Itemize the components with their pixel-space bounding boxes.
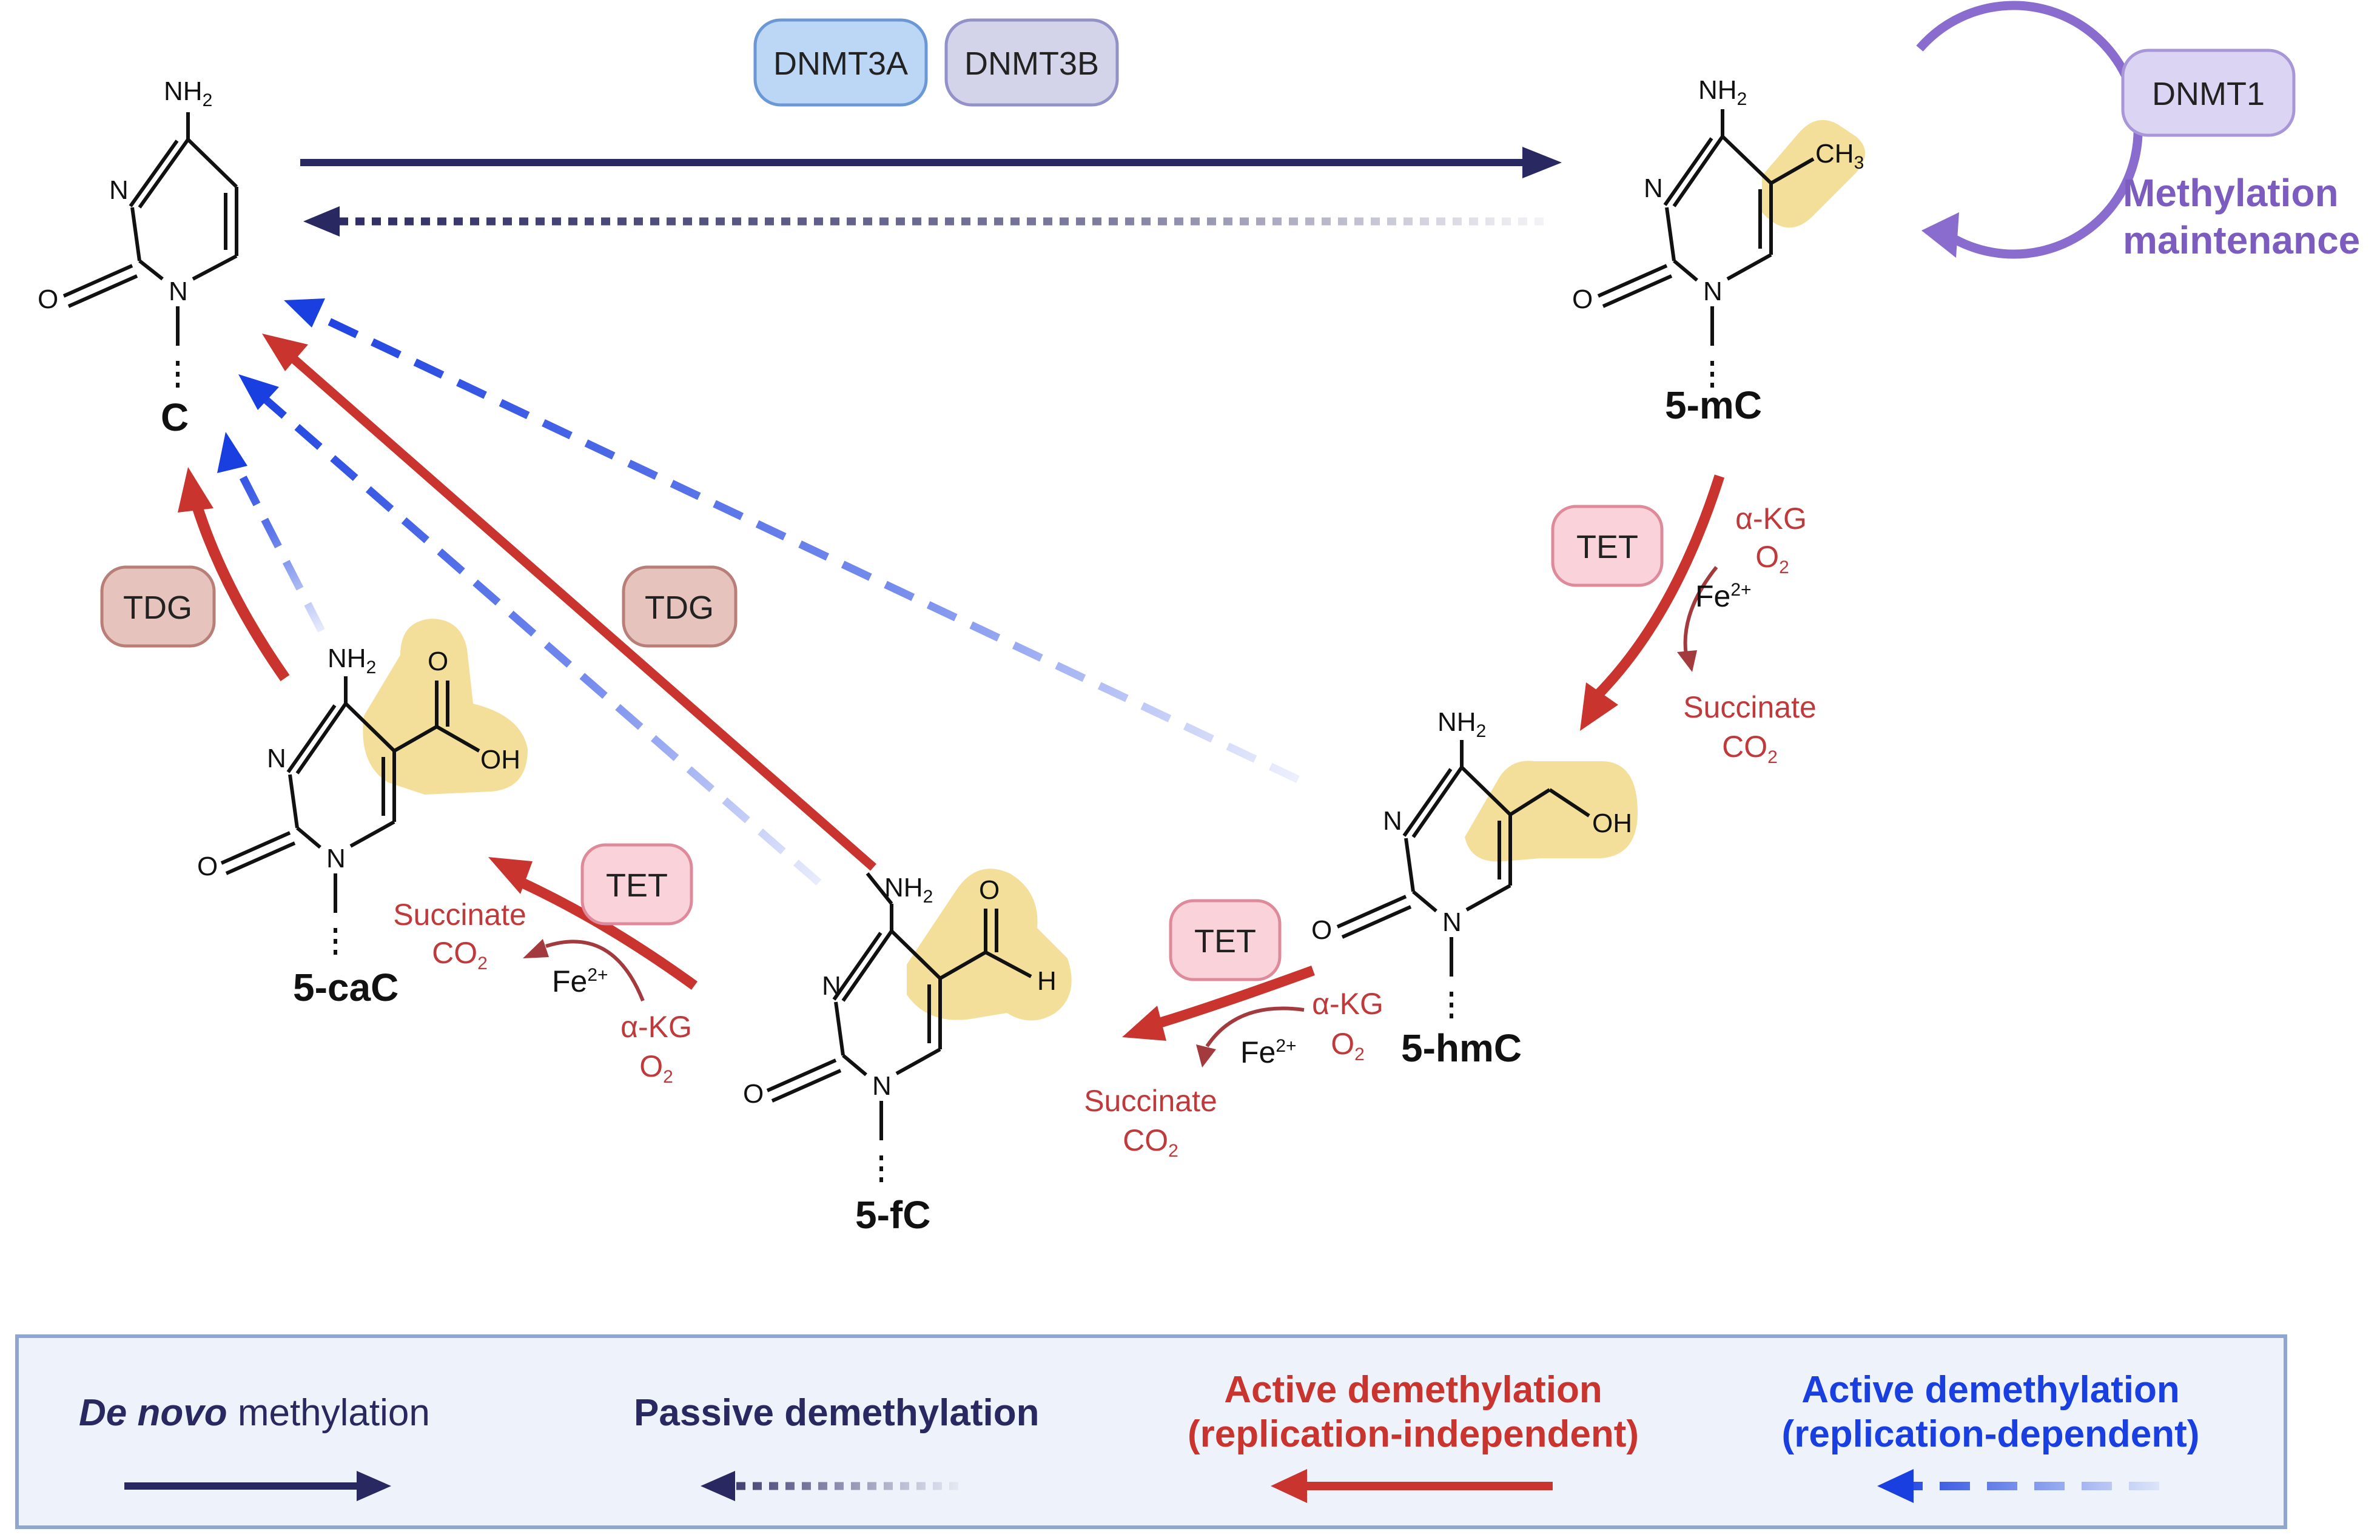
mc-n3: N <box>1644 173 1663 203</box>
mc-n1: N <box>1703 277 1723 306</box>
tet-pill-hmc: TET <box>1169 899 1282 981</box>
akg-label-mc: α-KG <box>1735 502 1807 536</box>
tet-label-fc: TET <box>606 867 668 904</box>
maintenance-loop-arrow <box>1916 1 2143 259</box>
legend-passive-label: Passive demethylation <box>634 1392 1040 1434</box>
cac-n3: N <box>267 744 286 773</box>
legend-active-dependent: Active demethylation (replication-depend… <box>1782 1369 2200 1503</box>
tet-label-hmc: TET <box>1194 923 1256 960</box>
c-n3: N <box>109 175 129 205</box>
cofactors-mc: α-KG O2 Fe2+ Succinate CO2 <box>1683 502 1817 767</box>
legend-box: De novo methylation Passive demethylatio… <box>15 1334 2287 1529</box>
legend-active-independent: Active demethylation (replication-indepe… <box>1188 1369 1639 1503</box>
mc-ch3: CH3 <box>1815 139 1864 173</box>
c-n1: N <box>169 277 188 306</box>
hmc-name: 5-hmC <box>1401 1026 1522 1070</box>
legend-active-dependent-line2: (replication-dependent) <box>1782 1413 2200 1455</box>
legend-de-novo: De novo methylation <box>79 1392 430 1501</box>
legend-passive: Passive demethylation <box>634 1392 1040 1501</box>
o2-label-mc: O2 <box>1755 540 1789 577</box>
mc-o2: O <box>1572 284 1593 314</box>
succinate-label-hmc: Succinate <box>1084 1084 1217 1118</box>
tet-label-mc: TET <box>1576 529 1638 565</box>
co2-label-hmc: CO2 <box>1123 1123 1178 1161</box>
red-arrow-mc-to-hmc <box>1580 474 1725 731</box>
red-arrow-hmc-to-fc <box>1122 966 1315 1041</box>
tdg-label-cac: TDG <box>123 590 192 626</box>
red-arrow-fc-to-cac <box>488 857 698 990</box>
c-nh2: NH2 <box>164 76 212 110</box>
o2-label-fc: O2 <box>639 1049 673 1087</box>
fc-name: 5-fC <box>855 1193 930 1237</box>
cac-name: 5-caC <box>293 966 398 1009</box>
molecule-5fc: NH2 N O N O H 5-fC <box>743 869 1072 1237</box>
blue-arrow-cac-to-c <box>217 432 325 633</box>
fc-nh2: NH2 <box>884 873 933 907</box>
maintenance-label-line2: maintenance <box>2123 218 2360 262</box>
legend-active-independent-line1: Active demethylation <box>1224 1369 1602 1411</box>
cac-o: O <box>428 647 448 676</box>
cofactor-curve-hmc <box>1196 1006 1305 1068</box>
molecule-c: NH2 N O N C <box>38 76 238 439</box>
fc-n1: N <box>872 1071 892 1101</box>
molecule-5cac: NH2 N O N O OH 5-caC <box>197 619 528 1009</box>
red-arrow-cac-to-c <box>178 467 290 682</box>
fc-h: H <box>1037 966 1057 996</box>
molecule-5mc: NH2 N O N CH3 5-mC <box>1572 75 1865 427</box>
de-novo-arrow <box>300 147 1562 178</box>
blue-arrow-hmc-to-c <box>284 298 1300 783</box>
fe-label-fc: Fe2+ <box>552 964 608 998</box>
legend-active-independent-line2: (replication-independent) <box>1188 1413 1639 1455</box>
dnmt1-pill: DNMT1 <box>2121 49 2296 137</box>
hmc-n1: N <box>1442 907 1462 937</box>
mc-nh2: NH2 <box>1698 75 1747 109</box>
hmc-n3: N <box>1383 806 1402 836</box>
legend-de-novo-label: De novo methylation <box>79 1392 430 1434</box>
dnmt3b-label: DNMT3B <box>964 45 1099 82</box>
dnmt1-label: DNMT1 <box>2152 76 2265 112</box>
fc-n3: N <box>822 971 841 1001</box>
tet-pill-mc: TET <box>1551 505 1664 587</box>
akg-label-fc: α-KG <box>620 1010 692 1044</box>
red-arrow-fc-to-c <box>262 334 876 871</box>
fe-label-hmc: Fe2+ <box>1240 1035 1297 1069</box>
dnmt3b-pill: DNMT3B <box>944 18 1119 107</box>
succinate-label-mc: Succinate <box>1683 690 1817 724</box>
cofactors-hmc: α-KG O2 Fe2+ Succinate CO2 <box>1084 987 1383 1161</box>
dnmt3a-pill: DNMT3A <box>753 18 928 107</box>
cac-nh2: NH2 <box>328 644 376 678</box>
molecule-5hmc: NH2 N O N OH 5-hmC <box>1311 707 1638 1070</box>
succinate-label-fc: Succinate <box>393 898 526 932</box>
fe-label-mc: Fe2+ <box>1695 579 1752 613</box>
c-name: C <box>161 395 189 439</box>
mc-name: 5-mC <box>1665 383 1762 427</box>
cofactors-fc: Succinate CO2 Fe2+ α-KG O2 <box>393 898 692 1087</box>
fc-o: O <box>979 875 1000 905</box>
dnmt3a-label: DNMT3A <box>773 45 908 82</box>
co2-label-mc: CO2 <box>1722 730 1778 767</box>
co2-label-fc: CO2 <box>432 936 488 973</box>
blue-arrow-fc-to-c <box>238 374 822 886</box>
o2-label-hmc: O2 <box>1331 1027 1365 1064</box>
hmc-o2: O <box>1311 915 1332 945</box>
fc-o2: O <box>743 1079 764 1109</box>
cofactor-curve-mc <box>1677 566 1718 672</box>
tet-pill-fc: TET <box>580 843 693 926</box>
cofactor-curve-fc <box>523 939 645 1002</box>
cac-oh: OH <box>480 745 520 775</box>
cac-n1: N <box>326 844 346 873</box>
tdg-pill-cac: TDG <box>100 565 216 648</box>
tdg-label-fc: TDG <box>645 590 714 626</box>
legend-active-dependent-line1: Active demethylation <box>1801 1369 2180 1411</box>
passive-demethylation-arrow <box>303 206 1544 237</box>
hmc-nh2: NH2 <box>1437 707 1486 741</box>
c-o2: O <box>38 284 58 314</box>
maintenance-label-line1: Methylation <box>2123 171 2339 215</box>
tdg-pill-fc: TDG <box>622 565 738 648</box>
hmc-oh: OH <box>1592 809 1632 838</box>
akg-label-hmc: α-KG <box>1312 987 1383 1021</box>
cac-o2: O <box>197 852 218 881</box>
